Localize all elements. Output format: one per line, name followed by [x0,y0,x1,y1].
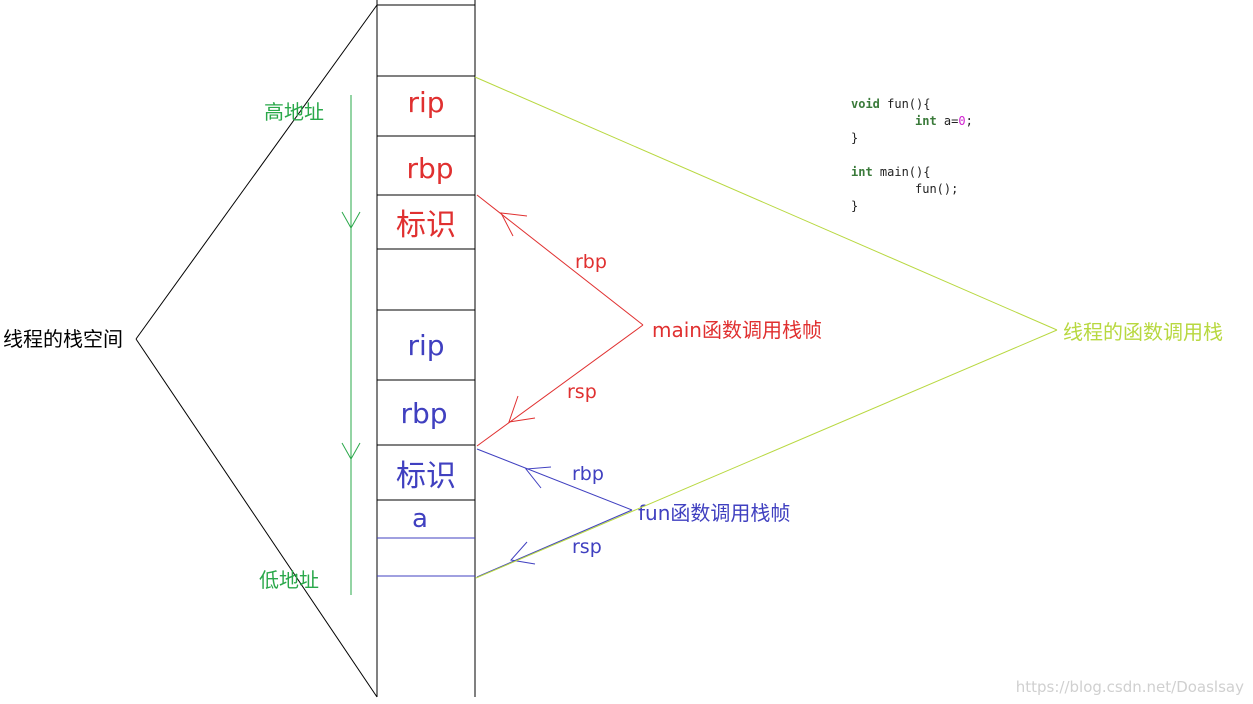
address-direction-arrow [341,95,361,595]
fun-frame-arrows [476,448,633,578]
code-line-2: int a=0; [915,114,973,128]
thread-call-stack-bracket [474,76,1058,579]
fun-rsp-arrowhead [510,541,536,565]
main-rsp-arrowhead [508,395,536,423]
fun-frame-label: fun函数调用栈帧 [638,501,790,525]
low-address-label: 低地址 [259,568,319,592]
fun-rbp-pointer-label: rbp [572,463,604,485]
stack-space-label: 线程的栈空间 [3,327,123,351]
code-snippet: void fun(){ int a=0; } int main(){ fun()… [851,97,973,213]
fun-var-a-cell: a [412,504,428,534]
main-marker-cell: 标识 [396,208,456,243]
code-line-5: int main(){ [851,165,930,179]
code-line-3: } [851,131,858,145]
main-rbp-cell: rbp [406,152,453,185]
fun-rbp-arrowhead [525,466,552,489]
main-rip-cell: rip [407,86,444,119]
main-rbp-arrowhead [500,212,528,237]
code-line-1: void fun(){ [851,97,930,111]
code-line-6: fun(); [915,182,958,196]
fun-frame-bottom-lines [377,537,475,577]
fun-marker-cell: 标识 [396,459,456,494]
fun-rbp-cell: rbp [400,397,447,430]
high-address-label: 高地址 [264,100,324,124]
main-rsp-pointer-label: rsp [567,381,597,403]
stack-column [376,0,476,697]
thread-call-stack-label: 线程的函数调用栈 [1063,320,1223,344]
watermark: https://blog.csdn.net/Doaslsay [1016,678,1244,696]
main-frame-label: main函数调用栈帧 [652,318,822,342]
code-line-7: } [851,199,858,213]
stack-space-bracket [135,4,378,698]
main-rbp-pointer-label: rbp [575,251,607,273]
fun-rsp-pointer-label: rsp [572,536,602,558]
main-frame-arrows [476,194,644,447]
fun-rip-cell: rip [407,329,444,362]
